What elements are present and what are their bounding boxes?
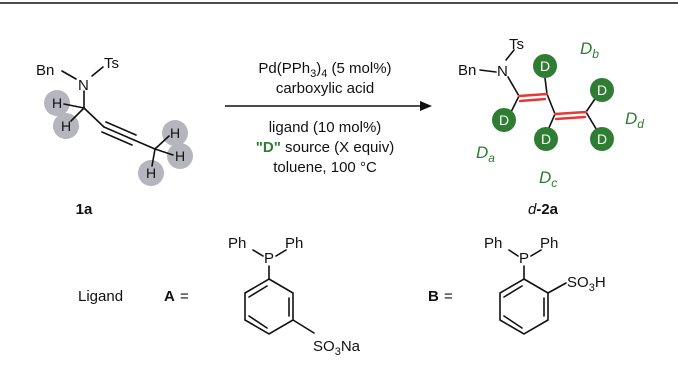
deuterium-marker	[533, 54, 557, 78]
solvent-line: toluene, 100 °C	[273, 159, 377, 176]
d-atom: D	[540, 58, 550, 74]
p-atom: P	[519, 250, 529, 267]
n-label: N	[497, 63, 508, 80]
h-atom: H	[52, 95, 62, 111]
ligand-b-label: B	[428, 288, 439, 305]
position-b-label: Db	[580, 39, 599, 61]
benzene-ring	[244, 278, 294, 335]
d-atom: D	[597, 82, 607, 98]
equals-sign: =	[444, 288, 453, 305]
arrow-head	[420, 101, 432, 111]
ph-label: Ph	[484, 235, 502, 252]
product-label: d-2a	[528, 201, 559, 218]
bn-label: Bn	[458, 62, 476, 79]
position-c-label: Dc	[539, 168, 557, 190]
reactant-label: 1a	[76, 201, 93, 218]
d-atom: D	[541, 131, 551, 147]
h-highlight	[44, 90, 70, 116]
benzene-ring	[499, 278, 549, 335]
h-highlight	[162, 120, 188, 146]
so3h-group: SO3H	[567, 274, 606, 294]
ligand-line: ligand (10 mol%)	[269, 119, 382, 136]
position-a-label: Da	[476, 143, 495, 165]
reaction-conditions: Pd(PPh3)4 (5 mol%) carboxylic acid ligan…	[225, 60, 432, 176]
deuterium-marker	[590, 127, 614, 151]
position-d-label: Dd	[625, 109, 644, 131]
deuterium-marker	[492, 108, 516, 132]
bn-label: Bn	[36, 62, 54, 79]
h-highlight	[167, 143, 193, 169]
h-atom: H	[175, 148, 185, 164]
ts-label: Ts	[104, 55, 119, 72]
n-label: N	[78, 77, 89, 94]
ph-label: Ph	[540, 235, 558, 252]
d-atom: D	[597, 131, 607, 147]
catalyst-line: Pd(PPh3)4 (5 mol%)	[258, 60, 391, 80]
so3na-group: SO3Na	[313, 338, 361, 358]
h-atom: H	[61, 118, 71, 134]
h-atom: H	[170, 125, 180, 141]
h-atom: H	[146, 165, 156, 181]
ligand-a-label: A	[164, 288, 175, 305]
ligand-caption: Ligand	[78, 288, 123, 305]
deuterium-marker	[590, 78, 614, 102]
h-highlight	[138, 160, 164, 186]
p-atom: P	[264, 250, 274, 267]
ts-label: Ts	[509, 36, 524, 53]
d-atom: D	[499, 112, 509, 128]
d-source-line: "D" source (X equiv)	[256, 139, 394, 156]
ph-label: Ph	[228, 235, 246, 252]
equals-sign: =	[180, 288, 189, 305]
reactant-1a: Bn N Ts H H H H H 1a	[36, 55, 193, 218]
acid-line: carboxylic acid	[276, 80, 374, 97]
product-d-2a: D D D D D Bn N Ts Da Db Dc Dd d-2a	[458, 36, 644, 218]
ph-label: Ph	[285, 235, 303, 252]
deuterium-marker	[534, 127, 558, 151]
ligands-row: Ligand A = Ph P Ph SO3Na B = Ph P Ph	[78, 235, 606, 358]
